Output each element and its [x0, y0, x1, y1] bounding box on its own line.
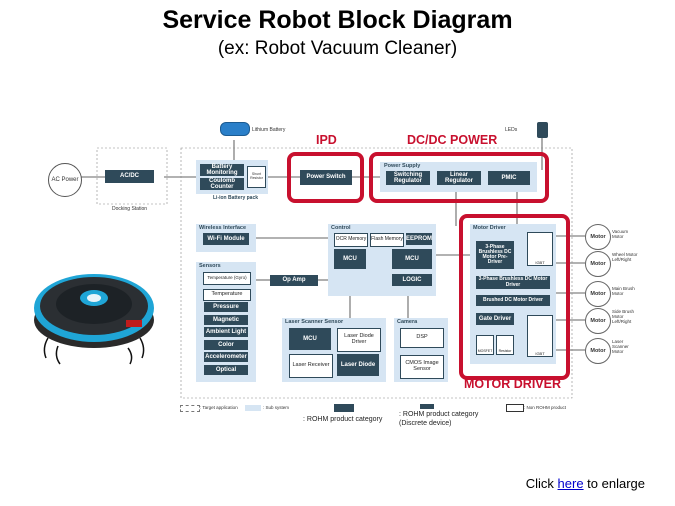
robot-vacuum-image: [34, 274, 154, 365]
enlarge-link[interactable]: here: [557, 476, 584, 491]
enlarge-prompt: Click here to enlarge: [526, 476, 645, 491]
laser-mcu-block: MCU: [289, 328, 331, 350]
laser-diode-driver-block: Laser Diode Driver: [337, 328, 381, 352]
sensor-accelerometer: Accelerometer: [204, 352, 248, 362]
enlarge-suffix: to enlarge: [583, 476, 645, 491]
power-switch-block: Power Switch: [300, 170, 352, 185]
legend-rohm-discrete-swatch: [420, 404, 434, 409]
legend-non-rohm-label: : Non ROHM product: [524, 405, 567, 410]
ipd-label: IPD: [316, 133, 337, 147]
linear-regulator-block: Linear Regulator: [437, 171, 481, 185]
ipd-highlight: [287, 152, 364, 203]
sensor-ambient-light: Ambient Light: [204, 327, 248, 337]
main-brush-motor: Motor: [585, 281, 611, 307]
motor-driver-highlight: [459, 214, 570, 380]
igbt-stack-1: IGBT: [527, 232, 553, 266]
page-subtitle: (ex: Robot Vacuum Cleaner): [217, 38, 458, 59]
legend-rohm-discrete-label: : ROHM product category (Discrete device…: [399, 411, 479, 427]
laser-scanner-motor-label: Laser Scanner Motor: [612, 339, 629, 354]
mosfet-block: MOSFET: [476, 335, 494, 355]
motor-driver-label: MOTOR DRIVER: [464, 377, 561, 391]
legend-rohm-swatch: [334, 404, 354, 412]
cmos-image-sensor-block: CMOS Image Sensor: [400, 355, 444, 379]
legend-target-swatch: [180, 405, 200, 412]
laser-scanner-motor: Motor: [585, 338, 611, 364]
legend-sub-swatch: [245, 405, 261, 411]
gate-driver-block: Gate Driver: [476, 313, 514, 325]
battery-monitoring-block: Battery Monitoring: [200, 164, 244, 176]
brushed-dc-driver-block: Brushed DC Motor Driver: [476, 295, 550, 306]
dcdc-highlight: [369, 152, 549, 203]
legend-non-rohm-swatch: [506, 404, 524, 412]
sensor-optical: Optical: [204, 365, 248, 375]
laser-receiver-block: Laser Receiver: [289, 354, 333, 378]
acdc-block: AC/DC: [105, 170, 154, 183]
bldc-predriver-block: 3-Phase Brushless DC Motor Pre-Driver: [476, 241, 514, 269]
motor-driver-panel-label: Motor Driver: [473, 225, 506, 231]
wireless-interface-label: Wireless Interface: [199, 225, 247, 231]
igbt-stack-2: IGBT: [527, 315, 553, 357]
legend-rohm-label: : ROHM product category: [303, 416, 383, 423]
resistor-block: Resistor: [496, 335, 514, 355]
side-brush-motor-label: Side Brush Motor Left/Right: [612, 309, 635, 324]
dsp-block: DSP: [400, 328, 444, 348]
shunt-resistor-block: Shunt Resistor: [247, 166, 266, 188]
vacuum-motor-label: Vacuum Motor: [612, 229, 629, 239]
flash-memory-block: Flash Memory: [370, 233, 404, 247]
eeprom-block: EEPROM: [406, 233, 432, 245]
leds-label: LEDs: [505, 127, 518, 133]
sensor-temperature: Temperature: [203, 289, 251, 301]
ac-power-source: AC Power: [48, 163, 82, 197]
battery-pack-label: Li-ion Battery pack: [213, 195, 259, 201]
laser-scanner-label: Laser Scanner Sensor: [285, 319, 344, 325]
logic-block: LOGIC: [392, 274, 432, 286]
page-title: Service Robot Block Diagram: [162, 6, 513, 34]
main-brush-motor-label: Main Brush Motor: [612, 286, 635, 296]
camera-label: Camera: [397, 319, 418, 325]
control-label: Control: [331, 225, 351, 231]
dcdc-power-label: DC/DC POWER: [407, 133, 498, 147]
lithium-battery-label: Lithium Battery: [252, 127, 286, 133]
mcu-block-1: MCU: [334, 249, 366, 269]
lithium-battery-icon: [220, 122, 250, 136]
sensor-color: Color: [204, 340, 248, 350]
led-icon: [537, 122, 548, 138]
sensor-pressure: Pressure: [204, 302, 248, 312]
docking-station-label: Docking Station: [112, 206, 148, 212]
vacuum-motor: Motor: [585, 224, 611, 250]
laser-diode-block: Laser Diode: [337, 354, 379, 376]
legend-sub-label: : Sub system: [263, 405, 290, 410]
wheel-motor: Motor: [585, 251, 611, 277]
wifi-module-block: Wi-Fi Module: [203, 233, 249, 245]
ocr-memory-block: OCR Memory: [334, 233, 368, 247]
mcu-block-2: MCU: [392, 249, 432, 269]
sensors-label: Sensors: [199, 263, 221, 269]
wheel-motor-label: Wheel Motor Left/Right: [612, 252, 638, 262]
coulomb-counter-block: Coulomb Counter: [200, 178, 244, 190]
pmic-block: PMIC: [488, 171, 530, 185]
ac-power-label: AC Power: [51, 177, 79, 183]
sensor-gyro: Temperature (Gyro): [203, 272, 251, 285]
bldc-driver-block: 3-Phase Brushless DC Motor Driver: [476, 276, 550, 289]
side-brush-motor: Motor: [585, 308, 611, 334]
enlarge-prefix: Click: [525, 476, 558, 491]
sensor-magnetic: Magnetic: [204, 315, 248, 325]
op-amp-block: Op Amp: [270, 275, 318, 286]
power-supply-label: Power Supply: [384, 163, 421, 169]
legend-target-label: : Target application: [200, 405, 238, 410]
switching-regulator-block: Switching Regulator: [386, 171, 430, 185]
